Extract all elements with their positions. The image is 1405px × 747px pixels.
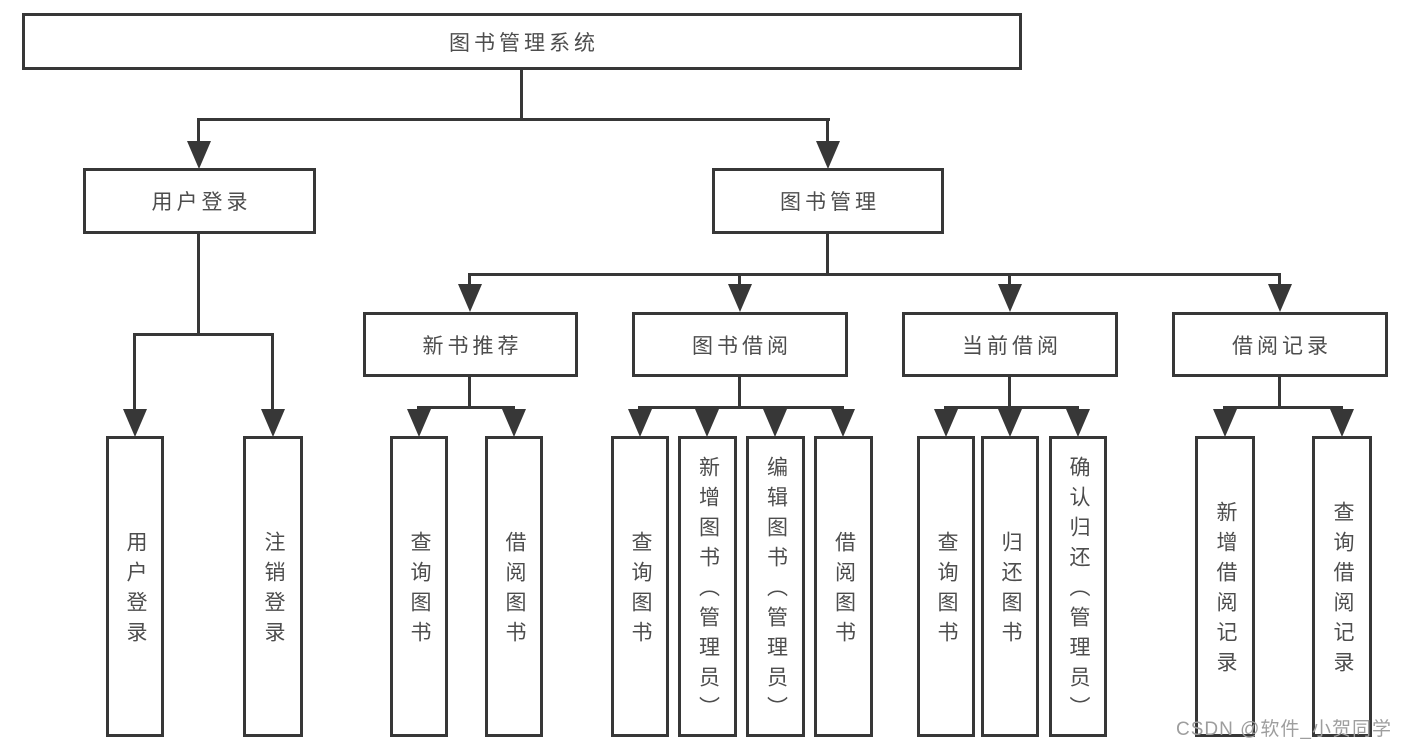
node-label: 图书管理系统 [449, 31, 599, 55]
leaf-label: 编辑图书（管理员） [764, 456, 788, 726]
edge-userlogin-arrow-2 [261, 409, 285, 437]
edge-current-rail [944, 406, 1079, 409]
node-borrowing-records: 借阅记录 [1172, 312, 1388, 377]
edge-current-arrow-2 [998, 409, 1022, 437]
edge-current-arrow-1 [934, 409, 958, 437]
edge-bookmgmt-arm-1 [468, 273, 471, 287]
leaf-label: 借阅图书 [832, 531, 856, 651]
edge-records-stem [1278, 374, 1281, 409]
edge-userlogin-rail [133, 333, 274, 336]
edge-bookmgmt-arrow-4 [1268, 284, 1292, 312]
edge-root-arrow-right [816, 141, 840, 169]
edge-borrowing-rail [638, 406, 844, 409]
edge-borrowing-stem [738, 374, 741, 409]
node-new-book-recommendation: 新书推荐 [363, 312, 578, 377]
leaf-add-borrow-record: 新增借阅记录 [1195, 436, 1255, 737]
leaf-query-books-current: 查询图书 [917, 436, 975, 737]
edge-records-arrow-2 [1330, 409, 1354, 437]
edge-userlogin-arrow-1 [123, 409, 147, 437]
leaf-label: 确认归还（管理员） [1067, 456, 1090, 726]
leaf-label: 查询图书 [629, 531, 652, 651]
edge-root-arm-right [826, 118, 829, 144]
edge-records-arrow-1 [1213, 409, 1237, 437]
edge-root-stem [520, 68, 523, 121]
node-current-borrowing: 当前借阅 [902, 312, 1118, 377]
leaf-query-books-recommend: 查询图书 [390, 436, 448, 737]
edge-records-rail [1223, 406, 1343, 409]
leaf-label: 借阅图书 [503, 531, 526, 651]
leaf-label: 新增借阅记录 [1214, 501, 1237, 681]
edge-bookmgmt-rail [468, 273, 1281, 276]
leaf-user-login: 用户登录 [106, 436, 164, 737]
leaf-query-books-borrowing: 查询图书 [611, 436, 669, 737]
edge-userlogin-stem [197, 231, 200, 336]
leaf-logout: 注销登录 [243, 436, 303, 737]
leaf-label: 归还图书 [999, 531, 1022, 651]
leaf-label: 查询借阅记录 [1331, 501, 1354, 681]
edge-bookmgmt-arrow-1 [458, 284, 482, 312]
leaf-label: 查询图书 [408, 531, 431, 651]
edge-userlogin-arm-2 [271, 333, 274, 412]
node-label: 图书管理 [780, 191, 880, 214]
node-label: 当前借阅 [962, 334, 1062, 358]
leaf-query-borrow-record: 查询借阅记录 [1312, 436, 1372, 737]
leaf-edit-books-admin: 编辑图书（管理员） [746, 436, 805, 737]
node-label: 图书借阅 [692, 334, 792, 358]
node-user-login: 用户登录 [83, 168, 316, 234]
edge-current-stem [1008, 374, 1011, 409]
leaf-return-books: 归还图书 [981, 436, 1039, 737]
edge-borrowing-arrow-1 [628, 409, 652, 437]
edge-bookmgmt-stem [826, 231, 829, 276]
edge-newbook-rail [417, 406, 515, 409]
edge-bookmgmt-arrow-2 [728, 284, 752, 312]
leaf-borrow-books-borrowing: 借阅图书 [814, 436, 873, 737]
edge-bookmgmt-arm-2 [738, 273, 741, 287]
leaf-label: 新增图书（管理员） [696, 456, 720, 726]
node-label: 用户登录 [151, 191, 252, 214]
edge-userlogin-arm-1 [133, 333, 136, 412]
node-library-management-system: 图书管理系统 [22, 13, 1022, 70]
node-book-management: 图书管理 [712, 168, 944, 234]
edge-borrowing-arrow-4 [831, 409, 855, 437]
node-label: 新书推荐 [422, 334, 523, 358]
leaf-confirm-return-admin: 确认归还（管理员） [1049, 436, 1107, 737]
leaf-label: 注销登录 [262, 531, 285, 651]
edge-current-arrow-3 [1066, 409, 1090, 437]
edge-root-rail [197, 118, 830, 121]
watermark-csdn: CSDN @软件_小贺同学 [1176, 719, 1392, 740]
edge-borrowing-arrow-3 [763, 409, 787, 437]
edge-newbook-arrow-1 [407, 409, 431, 437]
edge-newbook-stem [468, 374, 471, 409]
edge-bookmgmt-arm-4 [1278, 273, 1281, 287]
leaf-add-books-admin: 新增图书（管理员） [678, 436, 737, 737]
node-label: 借阅记录 [1232, 334, 1332, 358]
edge-borrowing-arrow-2 [695, 409, 719, 437]
node-book-borrowing: 图书借阅 [632, 312, 848, 377]
edge-root-arrow-left [187, 141, 211, 169]
edge-bookmgmt-arrow-3 [998, 284, 1022, 312]
leaf-label: 查询图书 [935, 531, 958, 651]
leaf-borrow-books-recommend: 借阅图书 [485, 436, 543, 737]
edge-root-arm-left [197, 118, 200, 144]
edge-bookmgmt-arm-3 [1008, 273, 1011, 287]
leaf-label: 用户登录 [124, 531, 147, 651]
edge-newbook-arrow-2 [502, 409, 526, 437]
